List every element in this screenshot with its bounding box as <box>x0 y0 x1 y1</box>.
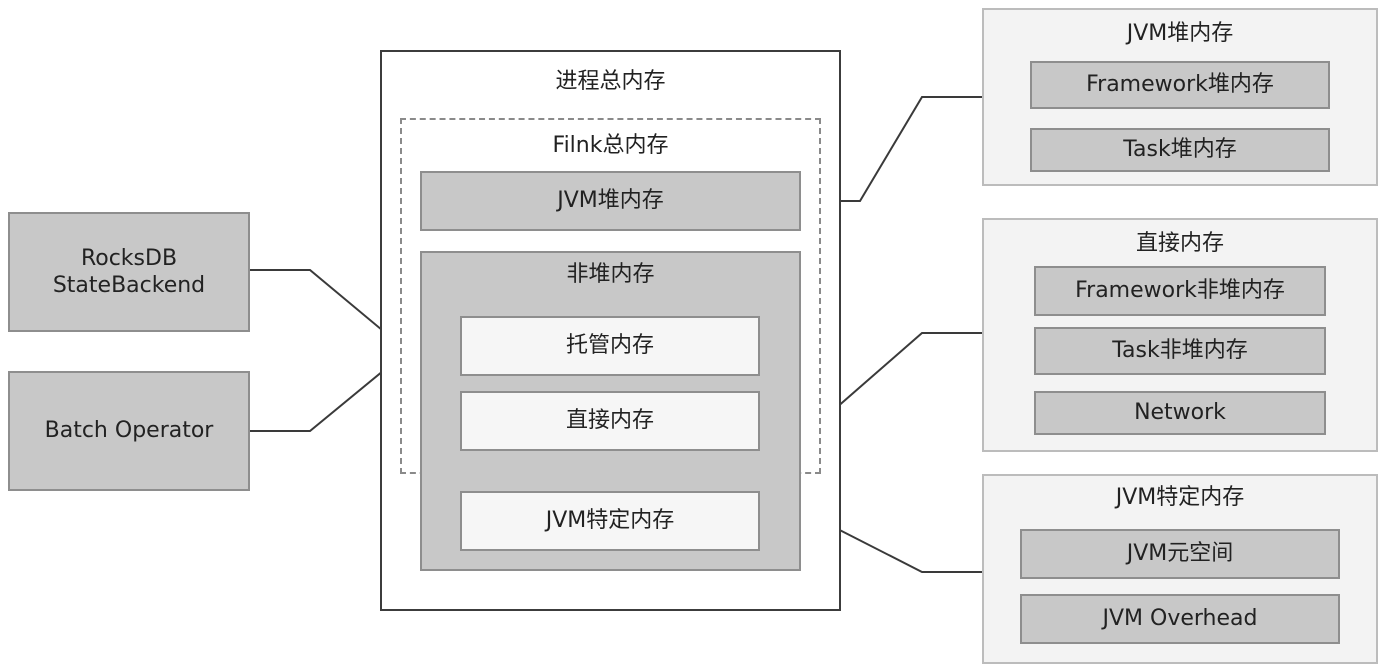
batch-operator-box: Batch Operator <box>8 371 250 491</box>
detail-jvm-item-metaspace: JVM元空间 <box>1020 529 1340 579</box>
managed-memory-box: 托管内存 <box>460 316 760 376</box>
jvm-specific-memory-box: JVM特定内存 <box>460 491 760 551</box>
rocksdb-line1: RocksDB <box>80 245 178 271</box>
flink-memory-title: Filnk总内存 <box>552 133 669 158</box>
detail-heap-item-task: Task堆内存 <box>1030 128 1330 172</box>
rocksdb-statebackend-box: RocksDB StateBackend <box>8 212 250 332</box>
detail-direct-item-framework: Framework非堆内存 <box>1034 266 1326 316</box>
heap-memory-box: JVM堆内存 <box>420 171 801 231</box>
process-memory-title: 进程总内存 <box>555 69 666 94</box>
offheap-memory-title: 非堆内存 <box>566 262 655 287</box>
detail-direct-title: 直接内存 <box>1135 231 1224 256</box>
detail-heap-item-framework: Framework堆内存 <box>1030 61 1330 109</box>
detail-direct-item-task: Task非堆内存 <box>1034 327 1326 375</box>
detail-jvm-title: JVM特定内存 <box>1115 485 1245 510</box>
detail-jvm-item-overhead: JVM Overhead <box>1020 594 1340 644</box>
rocksdb-line2: StateBackend <box>52 273 206 298</box>
detail-heap-title: JVM堆内存 <box>1126 21 1234 46</box>
detail-direct-item-network: Network <box>1034 391 1326 435</box>
direct-memory-box: 直接内存 <box>460 391 760 451</box>
